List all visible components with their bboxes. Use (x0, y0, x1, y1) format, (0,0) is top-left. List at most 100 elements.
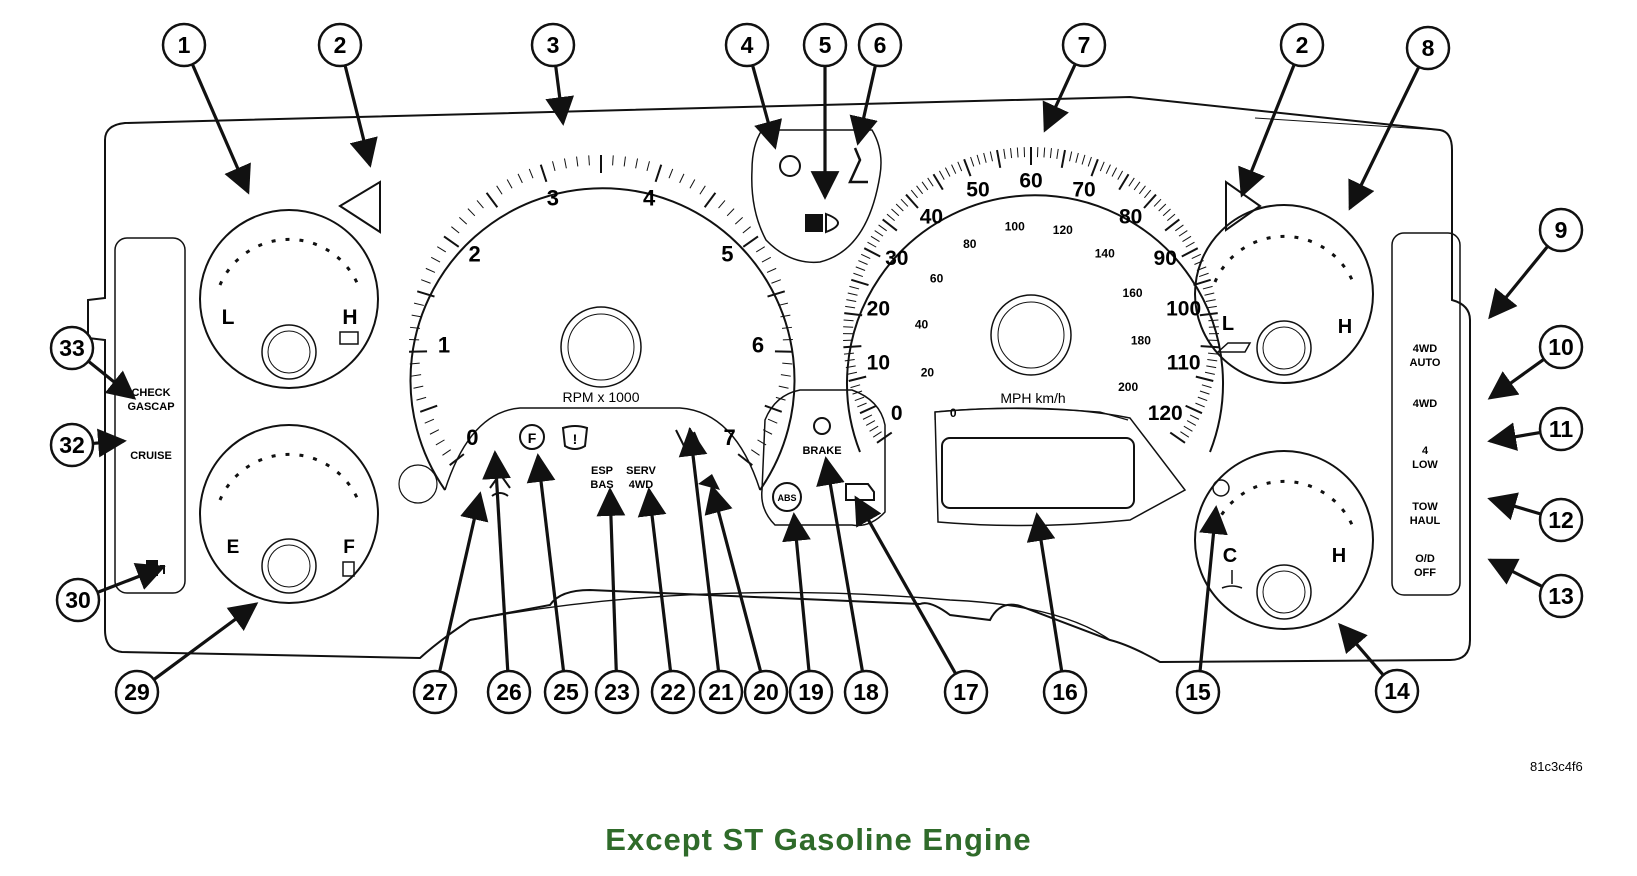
dial-tick (1060, 149, 1066, 168)
dial-tick (938, 170, 945, 180)
dial-tick (1199, 390, 1210, 395)
dial-tick (1198, 272, 1209, 278)
dial-tick (858, 260, 868, 265)
coolant-thermometer-icon (1221, 570, 1243, 589)
dial-tick (989, 151, 993, 162)
dial-tick (496, 185, 503, 195)
abs-warning-label: ABS (777, 493, 796, 503)
speedometer-mph-label: 0 (891, 402, 903, 425)
callout-number: 2 (1296, 32, 1309, 58)
callout-number: 25 (553, 679, 579, 705)
svg-text:4: 4 (1422, 445, 1429, 457)
callout-number: 17 (953, 679, 979, 705)
tachometer-tick-label: 1 (438, 333, 450, 358)
dial-tick (1169, 431, 1186, 444)
callout-number-circle (1538, 207, 1584, 253)
dial-tick (845, 305, 856, 309)
odometer-reset-button[interactable] (1212, 479, 1230, 497)
dial-tick (778, 385, 789, 389)
temp-gauge-hot-label: H (1332, 545, 1346, 567)
cluster-housing-outline (87, 95, 1471, 664)
callout-number-circle (1538, 573, 1584, 619)
dial-tick (869, 425, 879, 432)
callout-number: 32 (59, 432, 85, 458)
dial-tick (430, 256, 441, 263)
dial-tick (766, 267, 777, 273)
callout-number: 27 (422, 679, 448, 705)
callout-number-circle (943, 669, 989, 715)
callout-leader-arrow (1238, 64, 1296, 198)
tachometer-tick-label: 4 (643, 185, 656, 210)
callout-leader-arrow (1042, 64, 1077, 133)
dial-tick (851, 278, 869, 287)
dial-tick (764, 404, 783, 413)
callout-number-circle (114, 669, 160, 715)
dial-tick (646, 161, 650, 172)
speedometer-mph-label: 30 (885, 247, 908, 270)
dial-tick (750, 449, 760, 456)
callout-number-circle (650, 669, 696, 715)
callout-leader-arrow (1026, 512, 1064, 671)
dial-tick (845, 365, 856, 369)
dial-tick (689, 179, 696, 189)
callout-leader-arrow (1338, 622, 1384, 676)
callout-leader-arrow (678, 427, 721, 671)
brake-warning-label: BRAKE (802, 445, 841, 457)
dial-tick (944, 167, 951, 177)
temp-gauge-cold-label: C (1223, 545, 1237, 567)
tachometer-tick-label: 0 (466, 425, 478, 450)
high-beam-icon (805, 212, 839, 234)
dial-tick (1185, 404, 1203, 415)
svg-text:SERV: SERV (626, 465, 656, 477)
dial-tick (1195, 402, 1205, 408)
callout-leader-arrow (438, 491, 489, 671)
callout-leader-arrow (526, 453, 565, 671)
dial-tick (1195, 375, 1214, 382)
callout-number: 7 (1078, 32, 1091, 58)
dial-tick (654, 164, 663, 183)
cruise-label: CRUISE (130, 450, 172, 462)
callout-number: 30 (65, 587, 91, 613)
dial-tick (1090, 158, 1099, 177)
traction-control-icon (489, 472, 511, 497)
callout-leader-arrow (1487, 492, 1541, 521)
dial-tick (976, 154, 981, 165)
dial-tick (1143, 193, 1157, 209)
dial-tick (755, 246, 765, 253)
callout-number: 26 (496, 679, 522, 705)
callout-number-circle (317, 22, 363, 68)
tachometer-hub (560, 306, 642, 388)
dial-tick (872, 431, 882, 438)
speedometer-mph-label: 110 (1167, 351, 1201, 374)
speedometer-mph-label: 20 (867, 297, 890, 320)
dial-tick (612, 155, 614, 166)
dial-tick (1118, 173, 1130, 191)
dial-tick (506, 179, 513, 189)
callout-leader-arrow (596, 487, 626, 671)
left-indicator-panel (114, 237, 186, 594)
callout-number: 21 (708, 679, 734, 705)
speedometer-hub (990, 294, 1072, 376)
callout-number-circle (743, 669, 789, 715)
callout-number-circle (1279, 22, 1325, 68)
dial-tick (1208, 352, 1219, 355)
dial-tick (451, 226, 460, 234)
callout-number: 3 (547, 32, 560, 58)
callout-leader-arrow (88, 360, 137, 400)
dial-tick (413, 302, 424, 306)
svg-text:CHECK: CHECK (131, 387, 170, 399)
dial-tick (1200, 345, 1219, 349)
dial-tick (857, 402, 867, 408)
dial-tick (485, 192, 499, 208)
dial-tick (517, 173, 523, 184)
callout-number: 16 (1052, 679, 1078, 705)
dial-tick (1180, 431, 1190, 438)
dial-tick (963, 158, 972, 177)
fuel-pump-icon (342, 561, 355, 577)
dial-tick (780, 374, 791, 377)
dial-tick (1087, 156, 1092, 167)
callout-number: 18 (853, 679, 879, 705)
dial-tick (891, 208, 900, 217)
